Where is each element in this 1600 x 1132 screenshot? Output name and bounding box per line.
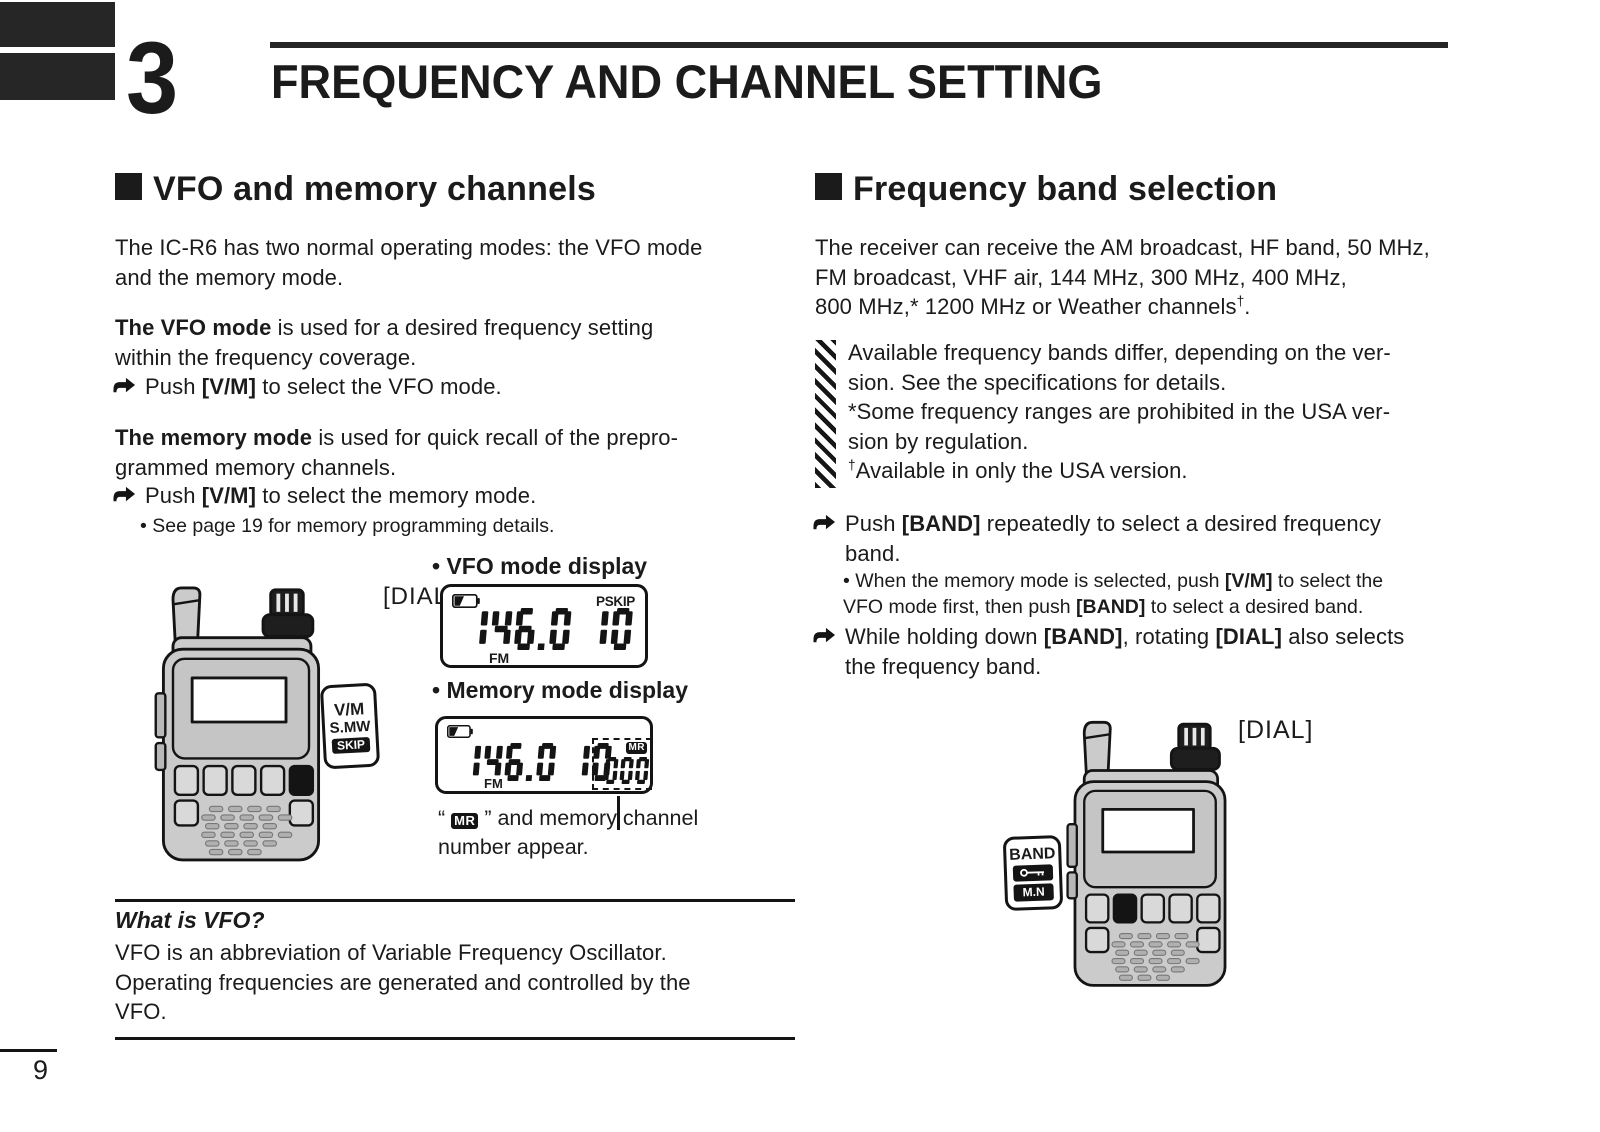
- vfo-display-label: • VFO mode display: [432, 553, 648, 579]
- arrow-icon: [813, 514, 836, 530]
- radio-illustration-right: [1066, 720, 1227, 987]
- lcd-screen: [1101, 808, 1195, 854]
- arrow-icon: [113, 377, 136, 393]
- mr-indicator: MR: [626, 742, 647, 754]
- what-is-vfo-title: What is VFO?: [115, 907, 265, 933]
- right-intro-paragraph: The receiver can receive the AM broadcas…: [815, 235, 1430, 319]
- version-note-text: Available frequency bands differ, depend…: [848, 340, 1391, 483]
- battery-icon: [447, 725, 473, 738]
- what-is-vfo-box: What is VFO? VFO is an abbreviation of V…: [115, 899, 795, 1040]
- frequency-digits: [463, 608, 641, 655]
- dial-knob: [261, 588, 315, 639]
- memory-step: Push [V/M] to select the memory mode.: [113, 481, 773, 511]
- mn-key-badge: M.N: [1013, 882, 1054, 902]
- left-intro-paragraph: The IC-R6 has two normal operating modes…: [115, 235, 703, 290]
- keypad-button: [173, 764, 200, 796]
- band-key-callout: BAND M.N: [1002, 835, 1064, 911]
- page-title: FREQUENCY AND CHANNEL SETTING: [271, 55, 1103, 108]
- battery-icon: [452, 594, 480, 608]
- lcd-screen: [190, 676, 288, 724]
- key-icon: [1020, 868, 1045, 877]
- keypad-button: [231, 764, 257, 796]
- keypad-button: [1084, 893, 1110, 924]
- keypad-button: [1084, 926, 1110, 954]
- chapter-number: 3: [126, 21, 179, 135]
- footer-rule: [0, 1049, 57, 1052]
- keypad-button: [1140, 893, 1166, 924]
- section-heading-label: Frequency band selection: [853, 170, 1278, 208]
- key-lock-badge: [1012, 863, 1054, 882]
- vm-key-label: V/M: [333, 698, 365, 720]
- memory-channel-box: MR: [592, 738, 652, 790]
- fm-mode-indicator: FM: [489, 650, 510, 666]
- keypad-button: [1168, 893, 1193, 924]
- memory-step-note: • See page 19 for memory programming det…: [140, 515, 555, 537]
- band-step-1-text: Push [BAND] repeatedly to select a desir…: [845, 511, 1381, 566]
- keypad-button-band-highlight: [1112, 893, 1138, 924]
- version-note-block: Available frequency bands differ, depend…: [815, 338, 1460, 490]
- band-step-2: While holding down [BAND], rotating [DIA…: [813, 622, 1463, 681]
- keypad-button: [202, 764, 228, 796]
- band-key-label: BAND: [1008, 844, 1056, 864]
- section-square-icon: [115, 173, 142, 200]
- caption-leader-line: [617, 796, 620, 830]
- memory-step-text: Push [V/M] to select the memory mode.: [145, 483, 537, 508]
- keypad-button: [1196, 926, 1221, 954]
- dial-label-right: [DIAL]: [1238, 716, 1314, 744]
- memory-display-label: • Memory mode display: [432, 677, 689, 703]
- pskip-indicator: PSKIP: [595, 594, 635, 609]
- section-heading-band-selection: Frequency band selection: [815, 170, 1277, 209]
- vfo-step: Push [V/M] to select the VFO mode.: [113, 372, 773, 402]
- what-is-vfo-body: VFO is an abbreviation of Variable Frequ…: [115, 940, 691, 1024]
- band-step-1-note: • When the memory mode is selected, push…: [843, 570, 1384, 618]
- keypad-button: [1196, 893, 1221, 924]
- arrow-icon: [113, 486, 136, 502]
- keypad-button: [288, 799, 315, 827]
- note-hatch-bar: [815, 340, 836, 488]
- memory-mode-paragraph: The memory mode is used for quick recall…: [115, 425, 679, 480]
- keypad-button: [259, 764, 286, 796]
- section-heading-vfo-memory: VFO and memory channels: [115, 170, 596, 209]
- speaker-grille: [1111, 932, 1200, 981]
- vfo-lcd-display: PSKIP FM: [440, 584, 648, 668]
- chapter-bar-top: [0, 2, 115, 47]
- section-square-icon: [815, 173, 842, 200]
- memory-lcd-display: FM MR: [435, 716, 653, 794]
- memory-caption: “ MR ” and memory channel number appear.: [438, 806, 699, 859]
- title-rule: [270, 42, 1448, 48]
- arrow-icon: [813, 627, 836, 643]
- band-step-2-text: While holding down [BAND], rotating [DIA…: [845, 624, 1405, 679]
- vm-key-callout: V/M S.MW SKIP: [319, 682, 381, 770]
- memory-channel-digits: [601, 757, 654, 789]
- keypad-button: [173, 799, 200, 827]
- skip-key-badge: SKIP: [331, 736, 371, 754]
- fm-mode-indicator: FM: [484, 776, 503, 791]
- dial-knob: [1169, 722, 1221, 771]
- radio-illustration-left: [154, 586, 321, 862]
- section-heading-label: VFO and memory channels: [153, 170, 596, 208]
- band-step-1: Push [BAND] repeatedly to select a desir…: [813, 509, 1463, 568]
- keypad-button-vm-highlight: [288, 764, 315, 796]
- vfo-mode-paragraph: The VFO mode is used for a desired frequ…: [115, 315, 654, 370]
- smw-key-label: S.MW: [329, 717, 371, 737]
- vfo-step-text: Push [V/M] to select the VFO mode.: [145, 374, 502, 399]
- chapter-bar-bottom: [0, 53, 115, 100]
- speaker-grille: [201, 805, 293, 856]
- page-number: 9: [33, 1055, 49, 1085]
